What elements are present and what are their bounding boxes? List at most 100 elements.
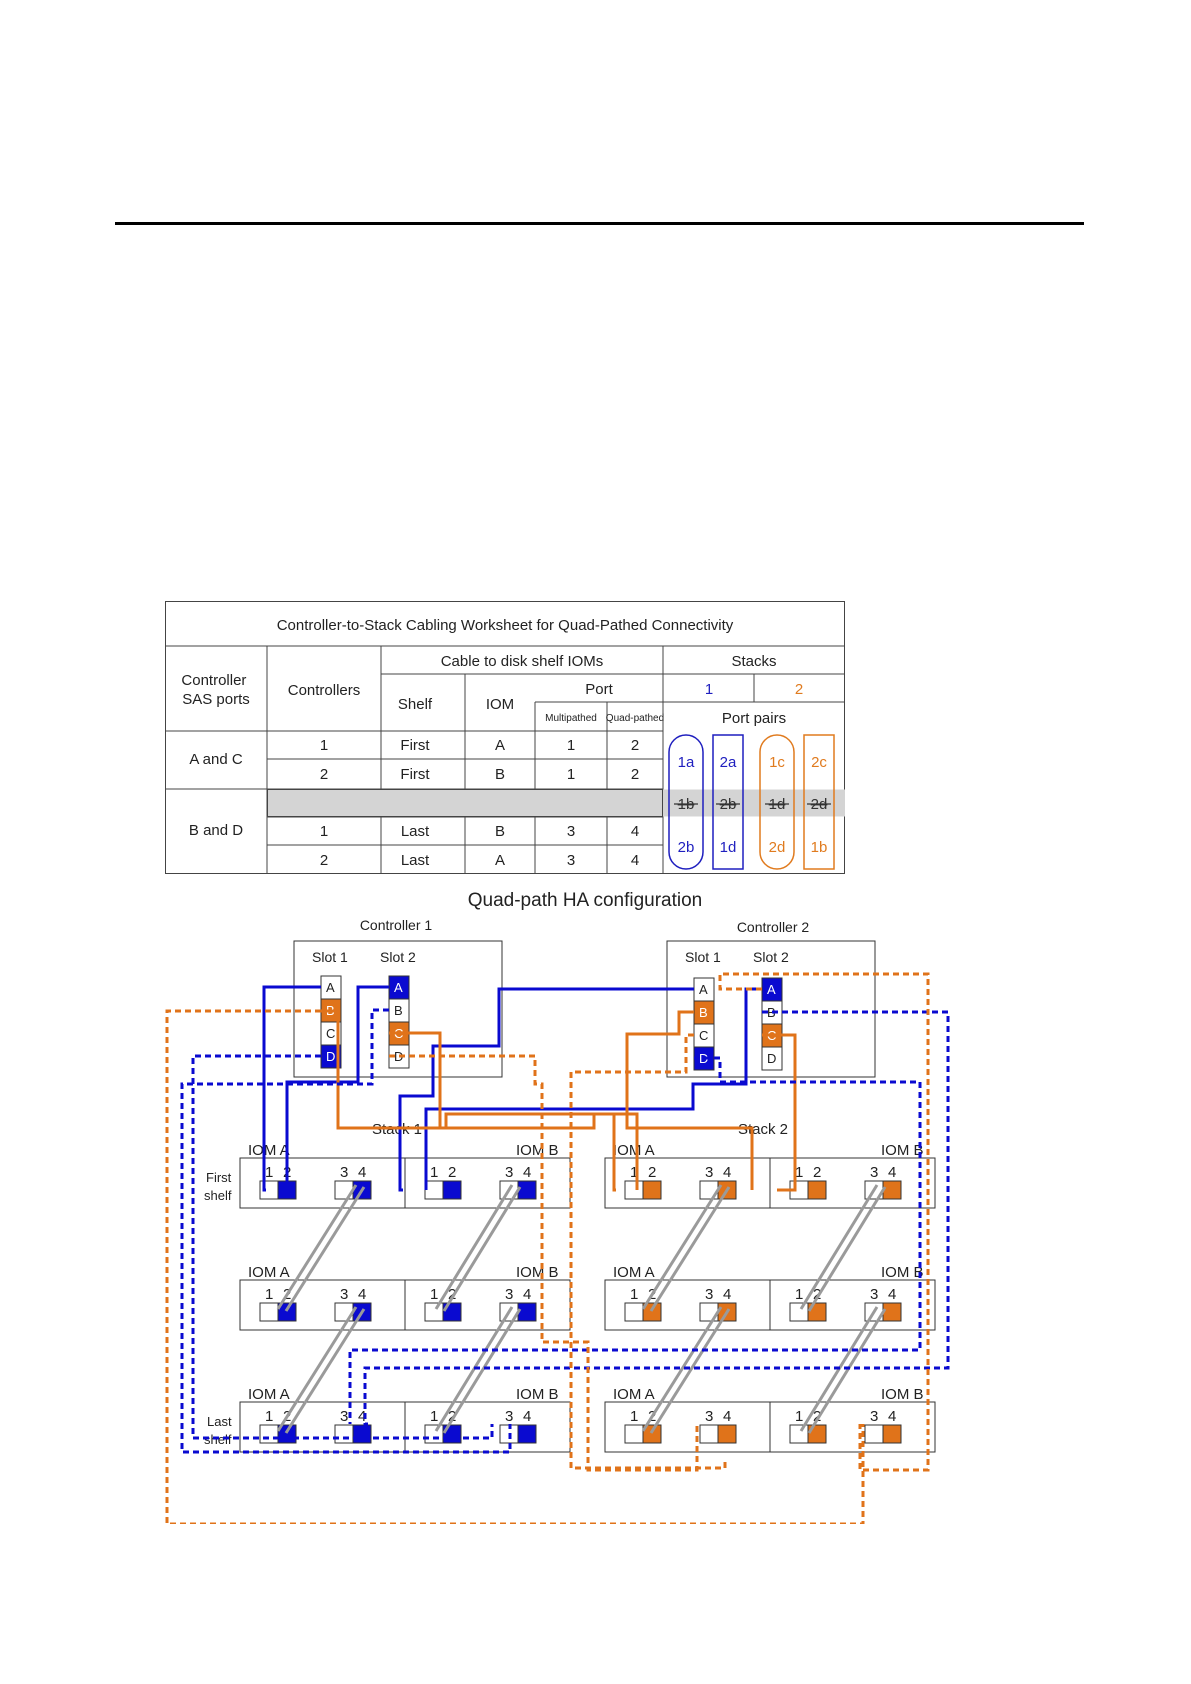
iom-port-2[interactable] [642,1424,662,1444]
iom-port-4[interactable] [517,1180,537,1200]
s2-cable-7 [807,1308,887,1434]
port-pair-4-bottom: 1b [811,839,828,856]
iom-port-2[interactable] [442,1180,462,1200]
controller2-slot2: Slot 2 [753,949,789,965]
s2-r1-iom-b: IOM B [881,1142,924,1159]
iom-port-number: 4 [358,1286,366,1303]
c1-s2-b-label: B [394,1003,403,1018]
iom-port-number: 1 [430,1286,438,1303]
iom-port-number: 4 [723,1164,731,1181]
iom-port-number: 3 [505,1164,513,1181]
iom-port-2[interactable] [277,1302,297,1322]
row3-iom: B [495,823,505,840]
iom-port-2[interactable] [642,1180,662,1200]
iom-port-1[interactable] [424,1180,444,1200]
s2-cable-6 [641,1306,723,1432]
iom-port-3[interactable] [699,1424,719,1444]
iom-port-number: 4 [523,1164,531,1181]
iom-port-number: 1 [630,1286,638,1303]
iom-port-4[interactable] [882,1180,902,1200]
header-controllers: Controllers [288,682,361,699]
row4-iom: A [495,852,505,869]
blue-cable-c1-s1a [262,985,321,1192]
controller2-label: Controller 2 [737,919,810,935]
iom-port-1[interactable] [424,1302,444,1322]
iom-port-4[interactable] [517,1424,537,1444]
row3-controller: 1 [320,823,328,840]
row4-multipathed: 3 [567,852,575,869]
c2-slot2-port-d[interactable] [761,1046,783,1071]
orange-cable-c1-s1b [321,1009,639,1190]
iom-port-1[interactable] [259,1302,279,1322]
s2-cable-1 [649,1186,731,1312]
last-shelf-label-line1: Last [207,1414,232,1429]
stack-1-label: 1 [705,681,713,698]
iom-port-2[interactable] [277,1424,297,1444]
worksheet-title: Controller-to-Stack Cabling Worksheet fo… [277,617,734,634]
blue-cable-c1-s2a [285,985,389,1192]
last-shelf-label: Last shelf [204,1414,235,1447]
s2-r2-iom-a: IOM A [613,1264,655,1281]
row4-quad-pathed: 4 [631,852,639,869]
iom-port-2[interactable] [807,1180,827,1200]
row3-multipathed: 3 [567,823,575,840]
iom-port-1[interactable] [624,1180,644,1200]
c1-s2-d-label: D [394,1049,403,1064]
iom-port-number: 3 [705,1164,713,1181]
iom-port-1[interactable] [624,1302,644,1322]
diagram-title: Quad-path HA configuration [468,890,703,911]
iom-port-number: 4 [523,1408,531,1425]
iom-port-4[interactable] [717,1424,737,1444]
controller2-slot1: Slot 1 [685,949,721,965]
iom-port-number: 2 [813,1164,821,1181]
top-rule [115,222,1084,225]
row1-shelf: First [400,737,430,754]
port-pair-2-shape [712,734,744,870]
iom-port-4[interactable] [517,1302,537,1322]
first-shelf-label-line1: First [206,1170,232,1185]
iom-port-number: 1 [430,1164,438,1181]
c1-s1-d-label: D [326,1049,335,1064]
s1-r2-iom-a: IOM A [248,1264,290,1281]
iom-port-4[interactable] [882,1424,902,1444]
blue-dashed-c2-s2b [363,1010,950,1426]
iom-port-1[interactable] [789,1424,809,1444]
controller1-label: Controller 1 [360,917,433,933]
port-pair-3-bottom: 2d [769,839,786,856]
iom-port-3[interactable] [334,1424,354,1444]
iom-port-number: 3 [705,1286,713,1303]
iom-port-1[interactable] [424,1424,444,1444]
port-pair-4-top: 2c [811,754,827,771]
iom-port-1[interactable] [789,1302,809,1322]
s2-r3-iom-a: IOM A [613,1386,655,1403]
iom-port-number: 1 [265,1286,273,1303]
iom-port-number: 4 [523,1286,531,1303]
row2-controller: 2 [320,766,328,783]
iom-port-number: 1 [430,1408,438,1425]
c2-s1-d-label: D [699,1051,708,1066]
s2-cable-5 [649,1308,731,1434]
iom-port-4[interactable] [882,1302,902,1322]
header-port: Port [585,681,613,698]
iom-port-number: 4 [888,1408,896,1425]
iom-port-number: 2 [648,1164,656,1181]
iom-port-number: 1 [265,1164,273,1181]
iom-port-number: 4 [358,1164,366,1181]
iom-port-number: 3 [705,1408,713,1425]
iom-port-number: 1 [795,1408,803,1425]
controller1-box [293,940,503,1078]
row2-quad-pathed: 2 [631,766,639,783]
quad-path-ha-diagram: Quad-path HA configuration Controller 1 … [165,890,950,1524]
iom-port-4[interactable] [352,1424,372,1444]
iom-port-number: 2 [813,1286,821,1303]
c2-s1-a-label: A [699,982,708,997]
iom-port-1[interactable] [624,1424,644,1444]
stack-2-label: 2 [795,681,803,698]
cabling-worksheet: Controller-to-Stack Cabling Worksheet fo… [165,601,845,874]
iom-port-3[interactable] [864,1424,884,1444]
iom-port-2[interactable] [642,1302,662,1322]
s1-cable-7 [442,1308,522,1434]
c1-s2-a-label: A [394,980,403,995]
controller2-box [666,940,876,1078]
iom-port-1[interactable] [259,1424,279,1444]
